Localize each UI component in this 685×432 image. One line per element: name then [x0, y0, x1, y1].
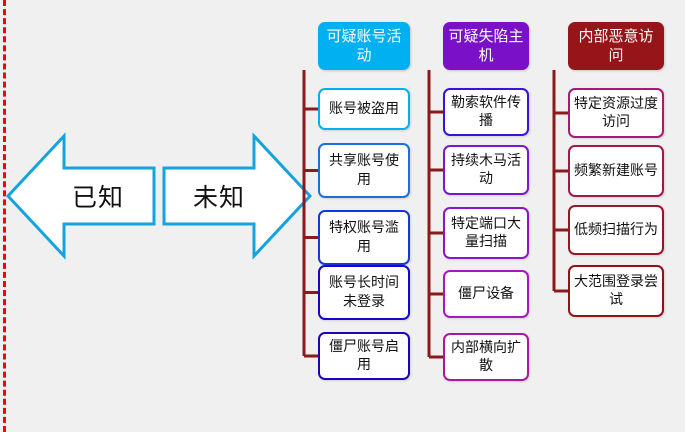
column-header[interactable]: 可疑失陷主机 — [443, 22, 529, 70]
tree-leaf[interactable]: 内部横向扩散 — [443, 333, 529, 381]
column-header[interactable]: 可疑账号活动 — [318, 22, 410, 70]
tree-leaf[interactable]: 大范围登录尝试 — [568, 265, 664, 317]
tree-leaf[interactable]: 频繁新建账号 — [568, 145, 664, 197]
tree-leaf[interactable]: 僵尸账号启用 — [318, 332, 410, 380]
tree-leaf[interactable]: 共享账号使用 — [318, 143, 410, 198]
tree-leaf[interactable]: 低频扫描行为 — [568, 205, 664, 255]
tree-leaf[interactable]: 特定资源过度访问 — [568, 88, 664, 138]
tree-leaf[interactable]: 特定端口大量扫描 — [443, 207, 529, 259]
arrow-unknown-shape — [162, 132, 313, 260]
arrow-known: 已知 — [5, 132, 156, 260]
dashed-boundary-line — [3, 0, 6, 432]
arrow-unknown: 未知 — [160, 132, 313, 260]
tree-leaf[interactable]: 持续木马活动 — [443, 145, 529, 195]
tree-leaf[interactable]: 僵尸设备 — [443, 270, 529, 318]
tree-leaf[interactable]: 勒索软件传播 — [443, 88, 529, 136]
column-header[interactable]: 内部恶意访问 — [568, 22, 664, 70]
tree-leaf[interactable]: 账号长时间未登录 — [318, 265, 410, 320]
arrow-known-shape — [5, 132, 156, 260]
tree-leaf[interactable]: 特权账号滥用 — [318, 210, 410, 265]
tree-leaf[interactable]: 账号被盗用 — [318, 88, 410, 130]
